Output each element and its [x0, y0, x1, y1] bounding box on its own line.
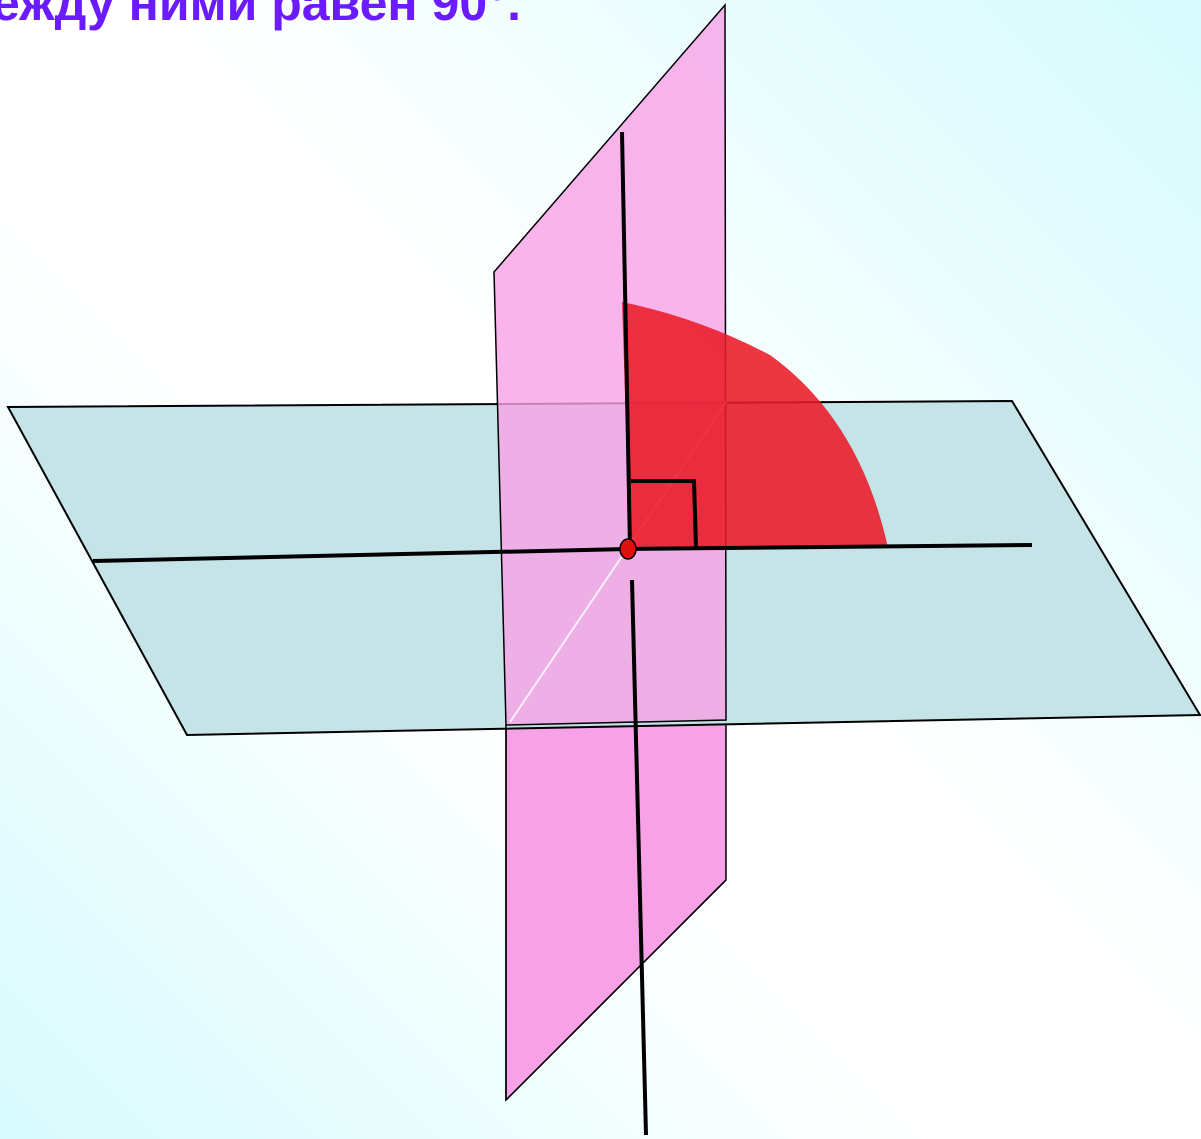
horizontal-ray-right [627, 543, 1033, 551]
angle-sector [622, 302, 888, 548]
right-angle-marker [631, 479, 698, 549]
vertical-ray-lower [630, 579, 648, 1136]
caption-text: ежду ними равен 90°. [0, 0, 522, 31]
vertical-plane-lower [505, 719, 727, 1102]
vertical-plane-bottom-edge [505, 879, 727, 1101]
vertical-ray-upper [620, 131, 632, 549]
vertex-point [619, 538, 637, 560]
horizontal-ray-left [92, 547, 629, 563]
